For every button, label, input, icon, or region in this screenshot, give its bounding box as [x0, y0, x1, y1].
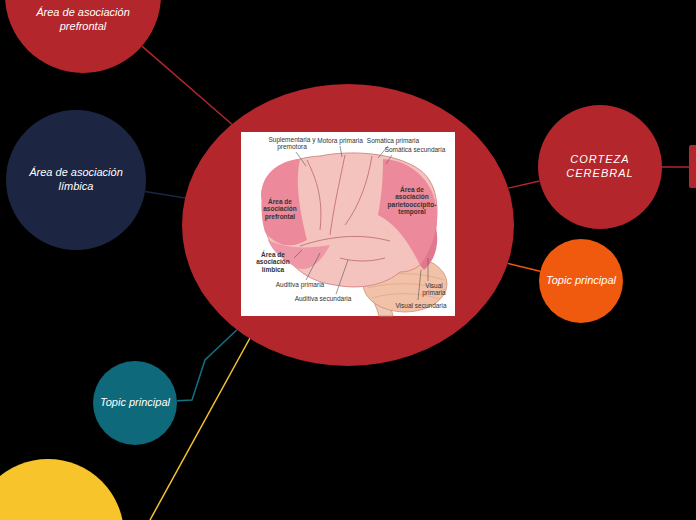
- topic-label: Topic principal: [100, 396, 170, 410]
- label-slot: Visual primaria: [418, 282, 450, 297]
- brain-area-label: Visual secundaria: [390, 302, 452, 309]
- central-topic: [182, 84, 514, 366]
- brain-area-label: Auditiva primaria: [272, 281, 328, 288]
- node-outline: [182, 84, 514, 366]
- brain-area-label: Área de asociación límbica: [252, 251, 294, 273]
- brain-area-label: Auditiva secundaria: [292, 295, 354, 302]
- node-fill: [6, 110, 146, 250]
- topic-circle: Área de asociación prefrontal: [5, 0, 161, 73]
- branch-circle: [0, 459, 124, 520]
- brain-area-label: Suplementaria y premotora: [266, 136, 318, 151]
- label-slot: Somática primaria: [364, 137, 422, 144]
- label-slot: Auditiva secundaria: [292, 295, 354, 302]
- label-slot: Somática secundaria: [382, 146, 448, 153]
- label-slot: Visual secundaria: [390, 302, 452, 309]
- topic-label: Área de asociación prefrontal: [24, 6, 142, 34]
- node-fill: [5, 0, 161, 73]
- label-slot: Área de asociación prefrontal: [256, 198, 304, 220]
- brain-area-label: Visual primaria: [418, 282, 450, 297]
- topic-label: CORTEZA CEREBRAL: [545, 153, 655, 181]
- branch-box: [689, 145, 696, 188]
- topic-circle: CORTEZA CEREBRAL: [538, 105, 662, 229]
- topic-circle: Área de asociación límbica: [6, 110, 146, 250]
- node-fill: [538, 105, 662, 229]
- node-fill: [182, 84, 514, 366]
- brain-area-label: Somática secundaria: [382, 146, 448, 153]
- label-slot: Auditiva primaria: [272, 281, 328, 288]
- brain-area-label: Área de asociación prefrontal: [256, 198, 304, 220]
- label-slot: Suplementaria y premotora: [266, 136, 318, 151]
- topic-circle: Topic principal: [539, 239, 623, 323]
- brain-area-label: Motora primaria: [315, 137, 365, 144]
- branch-connector: [177, 330, 237, 401]
- label-slot: Motora primaria: [315, 137, 365, 144]
- branch-connector: [508, 181, 539, 188]
- branch-connector: [145, 191, 185, 198]
- node-fill: [539, 239, 623, 323]
- node-fill: [93, 361, 177, 445]
- topic-circle: Topic principal: [93, 361, 177, 445]
- brain-area-label: Somática primaria: [364, 137, 422, 144]
- label-slot: Área de asociación límbica: [252, 251, 294, 273]
- branch-connector: [508, 263, 540, 271]
- brain-area-label: Área de asociación parietooccipito-tempo…: [386, 186, 438, 216]
- branch-connector: [142, 46, 232, 124]
- branch-line: [662, 166, 690, 168]
- topic-label: Área de asociación límbica: [17, 166, 135, 194]
- label-slot: Área de asociación parietooccipito-tempo…: [386, 186, 438, 216]
- topic-label: Topic principal: [546, 274, 616, 288]
